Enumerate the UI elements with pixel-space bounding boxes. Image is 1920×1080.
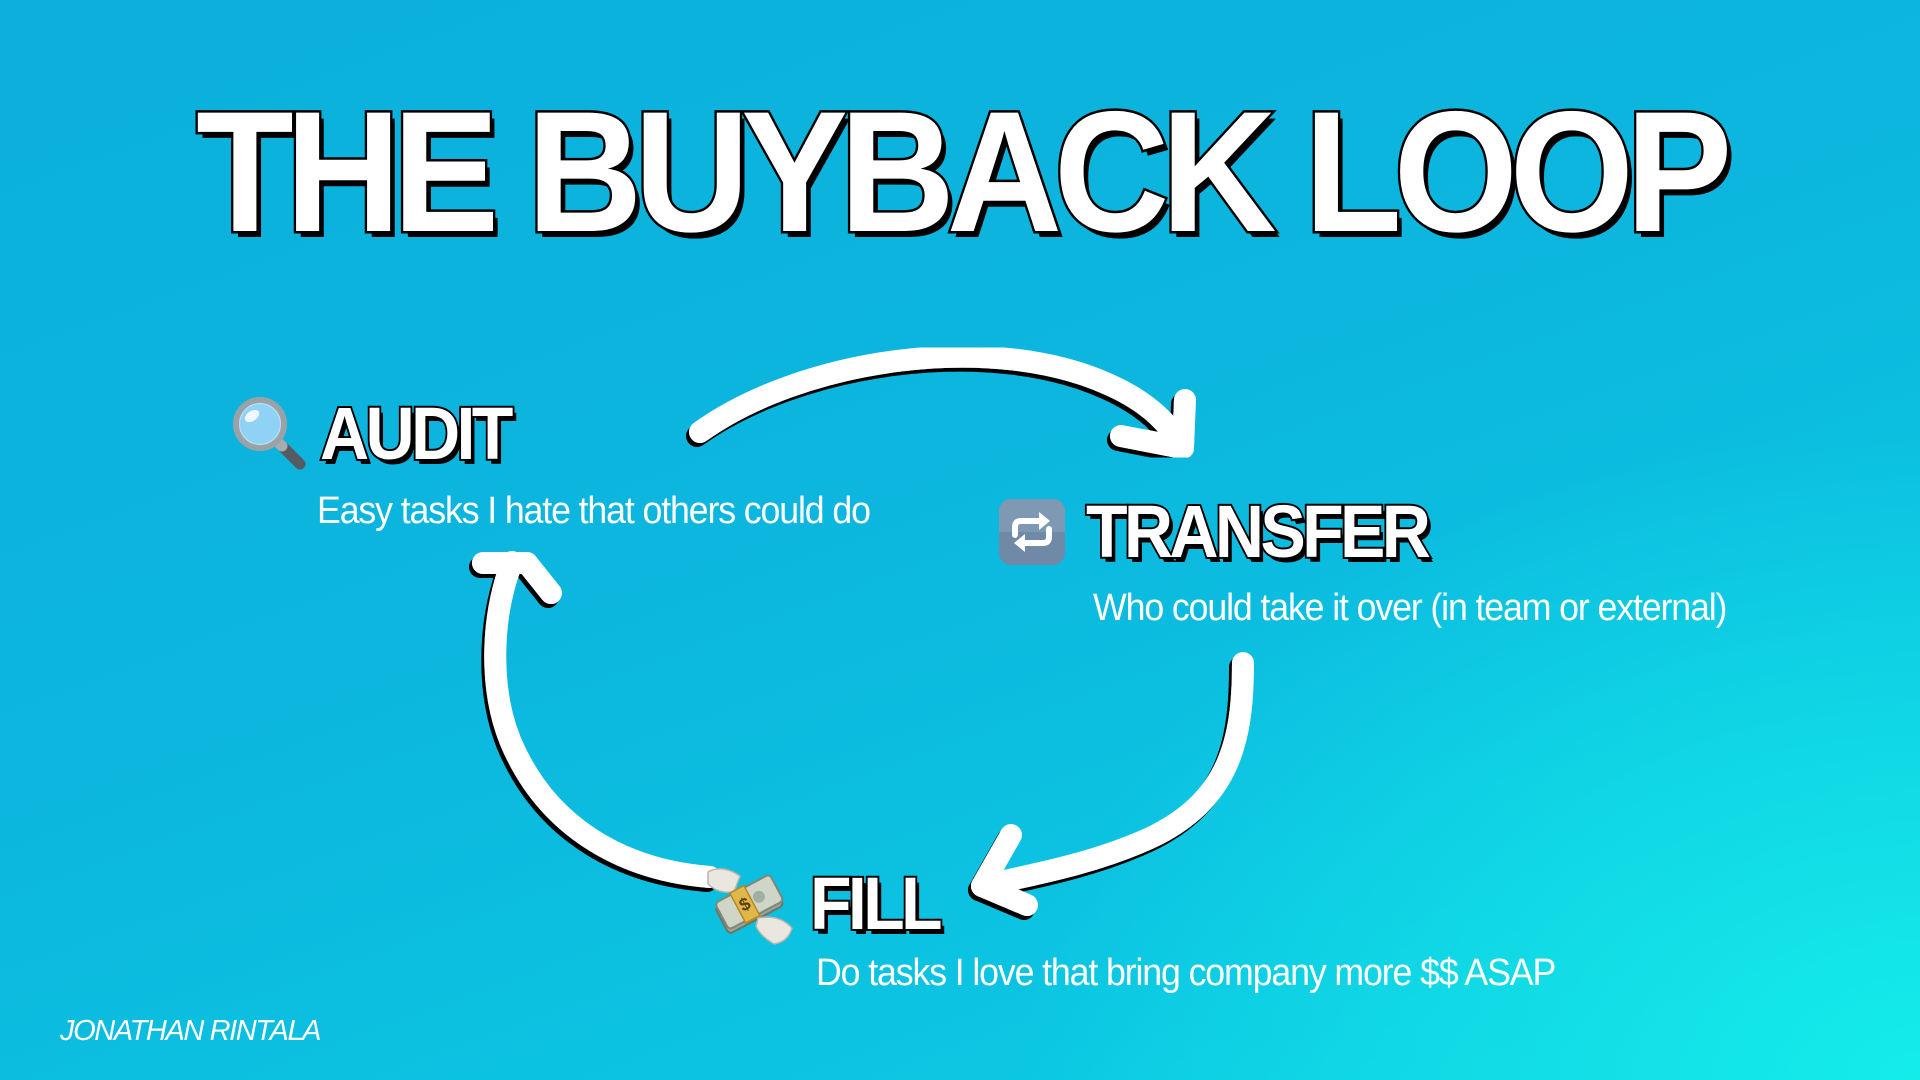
step-transfer: TRANSFER: [996, 490, 1457, 574]
page-title: THE BUYBACK LOOP: [194, 76, 1735, 268]
author-credit: JONATHAN RINTALA: [60, 1015, 322, 1047]
money-with-wings-icon: $: [700, 862, 796, 946]
arrow-fill-to-audit: [472, 551, 721, 888]
step-fill: $ FILL: [700, 862, 950, 946]
arrow-audit-to-transfer: [689, 345, 1196, 459]
step-description-fill: Do tasks I love that bring company more …: [816, 952, 1556, 994]
step-heading-transfer: TRANSFER: [1084, 490, 1433, 574]
arrow-transfer-to-fill: [971, 652, 1254, 916]
step-description-transfer: Who could take it over (in team or exter…: [1093, 587, 1727, 629]
step-audit: AUDIT: [228, 392, 526, 476]
magnifying-glass-icon: [228, 392, 312, 476]
step-heading-audit: AUDIT: [318, 392, 515, 476]
step-description-audit: Easy tasks I hate that others could do: [317, 490, 871, 532]
repeat-arrows-icon: [996, 496, 1068, 568]
step-heading-fill: FILL: [808, 862, 944, 946]
